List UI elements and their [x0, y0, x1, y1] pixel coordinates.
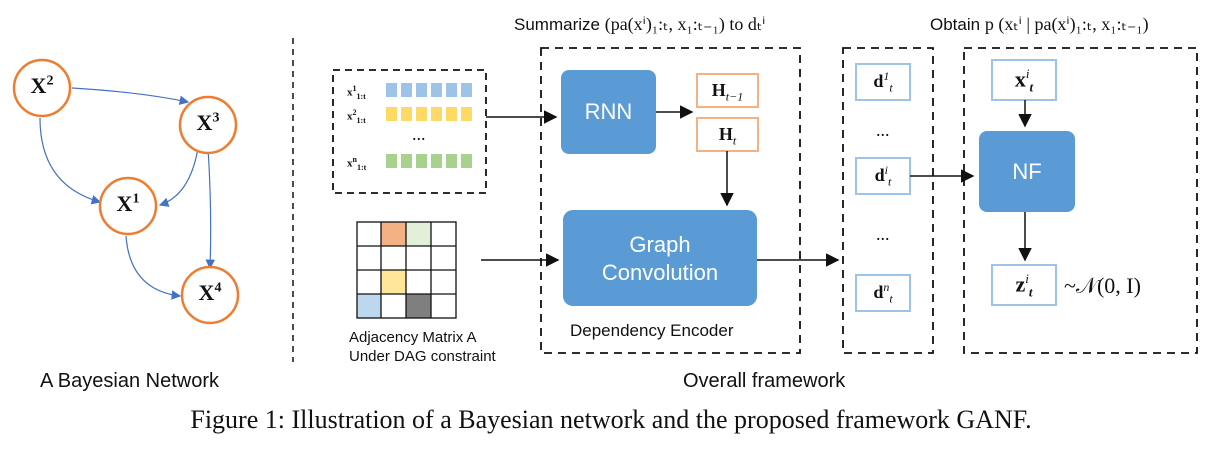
d-ellipsis-top: ... — [876, 120, 890, 140]
nf-box — [979, 131, 1075, 212]
dependency-encoder-label: Dependency Encoder — [570, 321, 734, 340]
graph-conv-label-line2: Convolution — [601, 260, 719, 285]
edge-x3-x1 — [158, 147, 199, 207]
edge-x3-x4 — [205, 147, 216, 270]
node-x1 — [98, 176, 158, 236]
summarize-title: Summarize (pa(xⁱ)₁:ₜ, x₁:ₜ₋₁) to dₜⁱ — [514, 14, 766, 34]
dn-label: dnt — [873, 280, 893, 306]
node-x3-label: X3 — [196, 110, 220, 135]
dn-box — [855, 274, 911, 312]
h-t-label: Ht — [718, 124, 737, 148]
input-row-n-cells — [386, 154, 472, 168]
node-x4-label: X4 — [198, 280, 222, 305]
node-x1-label: X1 — [116, 191, 140, 216]
obtain-title: Obtain p (xₜⁱ | pa(xⁱ)₁:ₜ, x₁:ₜ₋₁) — [930, 14, 1149, 34]
bayes-network-label: A Bayesian Network — [40, 370, 219, 392]
rnn-label: RNN — [584, 99, 633, 124]
input-row-2-label: x21:t — [347, 108, 366, 125]
graph-conv-label-line1: Graph — [629, 232, 691, 257]
h-prev-label: Ht−1 — [711, 80, 744, 104]
h-prev-box — [696, 73, 759, 108]
distribution-label: ~𝒩(0, I) — [1064, 273, 1141, 298]
adjacency-matrix — [356, 221, 457, 319]
x-ti-box — [991, 59, 1057, 101]
input-ellipsis: ... — [412, 124, 426, 144]
adjacency-label-line2: Under DAG constraint — [349, 348, 496, 365]
edge-x1-x4 — [125, 235, 182, 300]
input-row-1-label: x11:t — [347, 84, 366, 101]
graph-conv-box — [563, 210, 757, 306]
d1-label: d1t — [873, 69, 893, 95]
edge-x2-x3 — [71, 87, 190, 105]
node-x4 — [180, 265, 240, 325]
input-row-n-label: xn1:t — [347, 155, 367, 172]
d1-box — [855, 63, 911, 101]
flow-box — [963, 47, 1198, 354]
d-ellipsis-bottom: ... — [876, 224, 890, 244]
di-label: dit — [874, 163, 892, 189]
input-row-2-cells — [386, 107, 472, 121]
nf-label: NF — [1012, 159, 1042, 184]
rnn-box — [561, 70, 656, 154]
z-ti-label: zit — [1015, 271, 1033, 300]
adjacency-label-line1: Adjacency Matrix A — [349, 329, 477, 346]
edge-x2-x1 — [39, 117, 102, 205]
x-ti-label: xit — [1014, 66, 1034, 95]
input-box — [332, 69, 487, 194]
input-row-1-cells — [386, 83, 472, 97]
node-x2-label: X2 — [30, 73, 54, 98]
encoder-box — [540, 47, 801, 354]
overall-framework-label: Overall framework — [683, 370, 846, 392]
z-ti-box — [991, 264, 1057, 306]
di-box — [855, 157, 911, 195]
figure-caption: Figure 1: Illustration of a Bayesian net… — [190, 405, 1032, 434]
node-x3 — [178, 95, 238, 155]
d-column-box — [842, 47, 934, 354]
node-x2 — [12, 58, 72, 118]
